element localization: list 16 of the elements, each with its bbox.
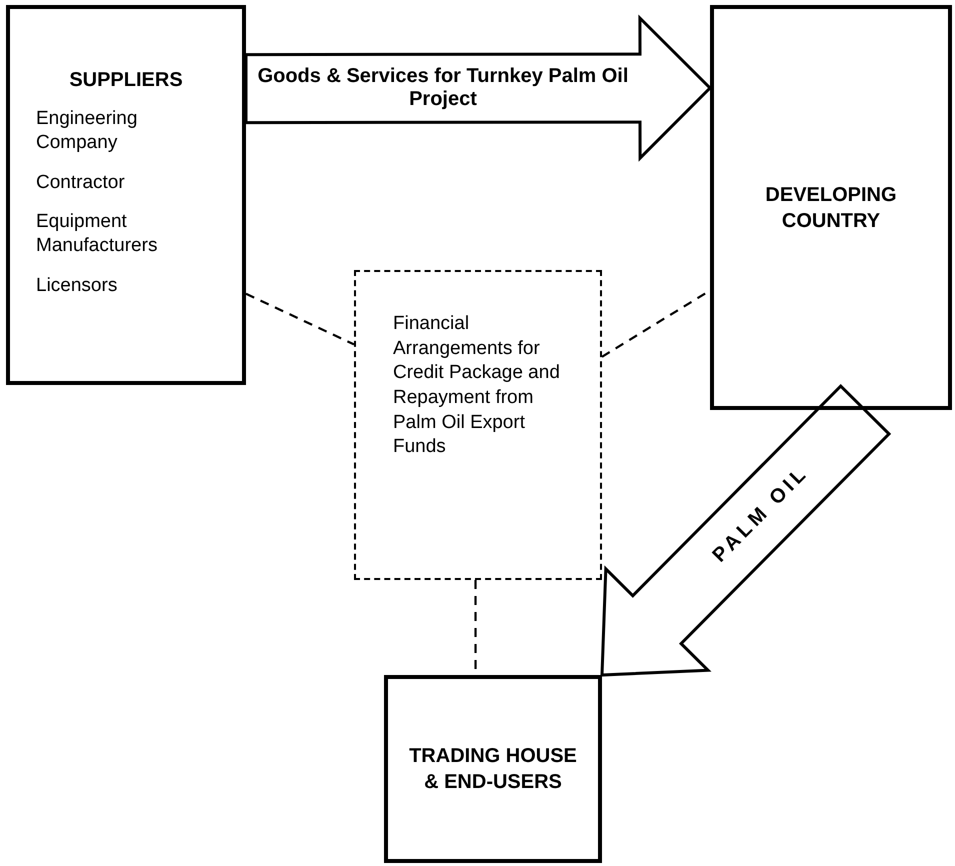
block-arrow <box>244 14 712 162</box>
box-text: Financial Arrangements for Credit Package and Repayment from Palm Oil Export Funds <box>393 312 561 460</box>
dashed-line <box>246 292 354 346</box>
box-heading: SUPPLIERS <box>69 68 183 93</box>
list-item: Engineering Company <box>36 107 138 154</box>
country-box <box>710 5 952 410</box>
supplier-box <box>6 5 246 385</box>
box-heading: TRADING HOUSE & END-USERS <box>408 744 578 795</box>
finance-box <box>354 270 602 580</box>
arrow-label: Goods & Services for Turnkey Palm Oil Project <box>256 65 630 112</box>
list-item: Equipment Manufacturers <box>36 210 158 258</box>
block-arrow <box>600 384 892 677</box>
list-item: Contractor <box>36 170 125 194</box>
trading-box <box>384 675 602 863</box>
box-heading: DEVELOPING COUNTRY <box>764 182 898 234</box>
list-item: Licensors <box>36 274 118 298</box>
